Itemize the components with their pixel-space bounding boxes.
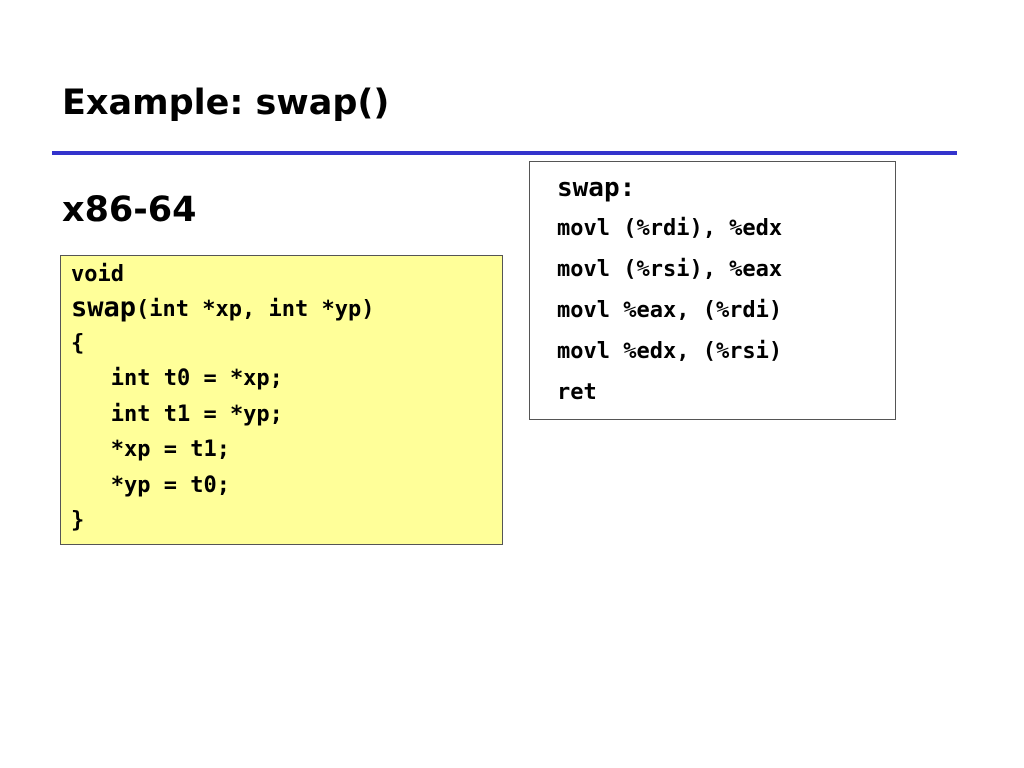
slide-title: Example: swap() — [62, 83, 390, 123]
assembly-line: movl %eax, (%rdi) — [557, 298, 783, 323]
c-code-line: } — [71, 508, 85, 533]
architecture-heading: x86-64 — [62, 190, 197, 230]
assembly-label: swap: — [557, 173, 636, 203]
title-divider — [52, 151, 957, 155]
c-code-line: { — [71, 330, 85, 356]
c-params: (int *xp, int *yp) — [136, 297, 375, 322]
assembly-line: movl (%rdi), %edx — [557, 216, 783, 241]
c-code-line: *yp = t0; — [71, 472, 230, 498]
c-function-name: swap — [71, 292, 137, 323]
c-signature: swap(int *xp, int *yp) — [71, 290, 502, 326]
assembly-line: movl (%rsi), %eax — [557, 257, 783, 282]
c-return-type: void — [71, 262, 124, 287]
c-code-line: int t0 = *xp; — [71, 366, 283, 391]
assembly-line: movl %edx, (%rsi) — [557, 339, 783, 364]
assembly-code-box: swap: movl (%rdi), %edx movl (%rsi), %ea… — [529, 161, 896, 420]
c-code-line: int t1 = *yp; — [71, 401, 283, 427]
assembly-line: ret — [557, 380, 597, 405]
c-code-line: *xp = t1; — [71, 437, 230, 462]
c-code-box: void swap(int *xp, int *yp) { int t0 = *… — [60, 255, 503, 545]
